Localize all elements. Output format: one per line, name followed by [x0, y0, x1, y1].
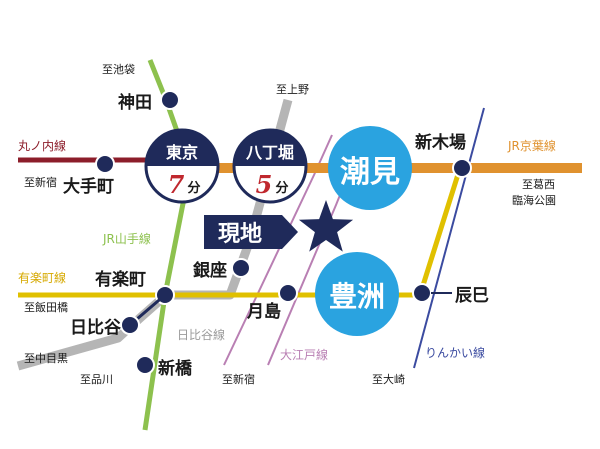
shimbashi-station-label: 新橋: [158, 358, 193, 379]
kanda-station-dot: [160, 90, 180, 110]
site-label: 現地: [218, 221, 262, 247]
yurakucho-line-label: 有楽町線: [18, 270, 66, 285]
site-marker: 現地: [204, 200, 354, 252]
hibiya-station-label: 日比谷: [70, 317, 122, 338]
otemachi-station-label: 大手町: [63, 176, 114, 197]
tsukishima-station-label: 月島: [246, 301, 281, 322]
direction-osaki: 至大崎: [372, 372, 405, 386]
ginza-station-dot: [231, 258, 251, 278]
direction-shinagawa: 至品川: [80, 373, 113, 386]
shiomi-area-label: 潮見: [340, 155, 400, 190]
direction-shinjuku-marunouchi: 至新宿: [24, 175, 57, 189]
toyosu-area-label: 豊洲: [329, 280, 385, 313]
tsukishima-station-dot: [278, 283, 298, 303]
tokyo-badge: 東京 7 分: [144, 128, 220, 204]
direction-iidabashi: 至飯田橋: [24, 300, 68, 314]
toyosu-area-circle: [315, 252, 399, 336]
shimbashi-station-dot: [135, 355, 155, 375]
marunouchi-line-label: 丸ノ内線: [18, 138, 66, 153]
tokyo-badge-name: 東京: [166, 143, 198, 162]
tatsumi-station-label: 辰巳: [455, 286, 489, 306]
oedo-line-a: [223, 134, 333, 366]
otemachi-station-dot: [95, 154, 115, 174]
shinkiba-station-label: 新木場: [415, 132, 466, 153]
keiyo-line-label: JR京葉線: [507, 138, 556, 153]
hatchobori-badge: 八丁堀 5 分: [232, 128, 308, 204]
yurakucho-station-label: 有楽町: [95, 269, 146, 290]
tokyo-badge-minutes: 7: [168, 170, 185, 199]
rinkai-line-label: りんかい線: [425, 345, 485, 360]
site-label-box: [204, 215, 298, 249]
hibiya-line-label: 日比谷線: [177, 327, 225, 342]
direction-nakameguro: 至中目黒: [24, 352, 68, 365]
rinkai-line: [413, 107, 485, 369]
hatchobori-badge-unit: 分: [275, 180, 288, 196]
ginza-station-label: 銀座: [193, 260, 227, 281]
shiomi-area-circle: [328, 126, 412, 210]
tokyo-badge-unit: 分: [187, 180, 200, 196]
tatsumi-station-dot: [412, 283, 432, 303]
yamanote-line-label: JR山手線: [102, 231, 151, 246]
direction-kasai-park: 臨海公園: [512, 193, 556, 207]
direction-shinjuku-oedo: 至新宿: [222, 372, 255, 386]
direction-ikebukuro: 至池袋: [102, 62, 135, 76]
hatchobori-badge-name: 八丁堀: [245, 143, 294, 162]
direction-ueno: 至上野: [276, 83, 309, 96]
site-star-icon: [298, 200, 354, 252]
oedo-line-label: 大江戸線: [280, 347, 328, 362]
hatchobori-badge-minutes: 5: [256, 170, 273, 199]
hibiya-station-dot: [120, 315, 140, 335]
kanda-station-label: 神田: [118, 92, 152, 113]
shinkiba-station-dot: [452, 158, 472, 178]
direction-kasai: 至葛西: [522, 178, 555, 191]
